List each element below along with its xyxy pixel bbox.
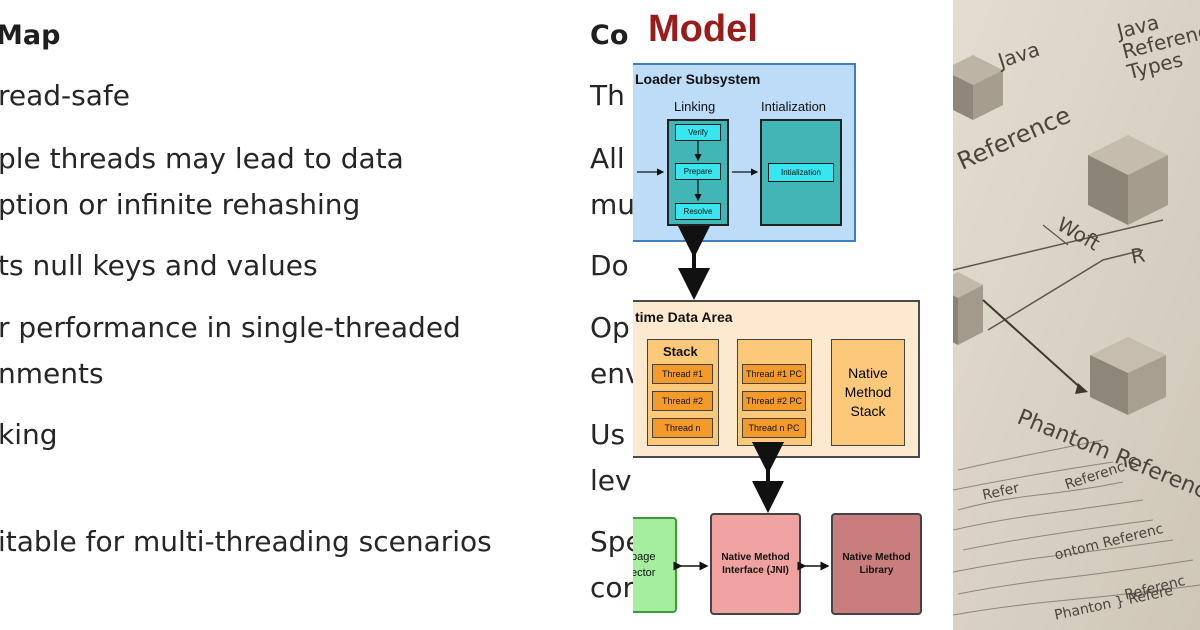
right-line-1: Th xyxy=(590,79,625,112)
jni-box: Native Method Interface (JNI) xyxy=(710,513,801,615)
garbage-collector-label: page ector xyxy=(633,550,656,580)
stack-thread-2: Thread #2 xyxy=(652,391,713,411)
native-method-stack: Native Method Stack xyxy=(831,339,905,446)
verify-step: Verify xyxy=(675,124,721,141)
left-line-1: read-safe xyxy=(0,79,130,112)
right-line-8: lev xyxy=(590,464,632,497)
right-line-10: cor xyxy=(590,571,633,604)
jvm-architecture-diagram: Model Loader Subsystem Linking Intializa… xyxy=(633,0,953,630)
diagram-title: Model xyxy=(648,8,758,50)
left-line-4: ts null keys and values xyxy=(0,249,318,282)
stack-thread-1: Thread #1 xyxy=(652,364,713,384)
left-line-2: ple threads may lead to data xyxy=(0,142,404,175)
right-line-9: Spe xyxy=(590,525,633,558)
class-loader-title: Loader Subsystem xyxy=(635,71,761,87)
left-line-5: r performance in single-threaded xyxy=(0,311,461,344)
right-line-7: Us xyxy=(590,418,626,451)
right-line-4: Do xyxy=(590,249,629,282)
comparison-slide: Map Co read-safe ple threads may lead to… xyxy=(0,20,633,604)
pc-thread-n: Thread n PC xyxy=(742,418,806,438)
right-line-3: mu xyxy=(590,188,633,221)
right-line-6: env xyxy=(590,357,633,390)
diagram-arrows xyxy=(637,141,830,571)
jni-label: Native Method Interface (JNI) xyxy=(721,552,790,576)
reference-cubes-art xyxy=(953,0,1200,630)
stack-label: Stack xyxy=(663,344,698,359)
stack-thread-n: Thread n xyxy=(652,418,713,438)
left-line-7: king xyxy=(0,418,58,451)
pc-thread-1: Thread #1 PC xyxy=(742,364,806,384)
left-column-heading: Map xyxy=(0,20,61,51)
right-line-5: Op xyxy=(590,311,630,344)
initialization-step: Intialization xyxy=(768,163,834,182)
linking-label: Linking xyxy=(674,99,716,114)
right-column-heading: Co xyxy=(590,20,629,51)
pc-thread-2: Thread #2 PC xyxy=(742,391,806,411)
java-reference-types-illustration: Java Java Referenc Types Reference Woft … xyxy=(953,0,1200,630)
native-library-box: Native Method Library xyxy=(831,513,922,615)
resolve-step: Resolve xyxy=(675,203,721,220)
prepare-step: Prepare xyxy=(675,163,721,180)
initialization-label: Intialization xyxy=(761,99,827,114)
native-library-label: Native Method Library xyxy=(842,552,911,576)
left-line-8: itable for multi-threading scenarios xyxy=(0,525,492,558)
runtime-area-title: time Data Area xyxy=(635,309,733,325)
left-line-3: ption or infinite rehashing xyxy=(0,188,361,221)
left-line-6: nments xyxy=(0,357,104,390)
right-line-2: All xyxy=(590,142,625,175)
